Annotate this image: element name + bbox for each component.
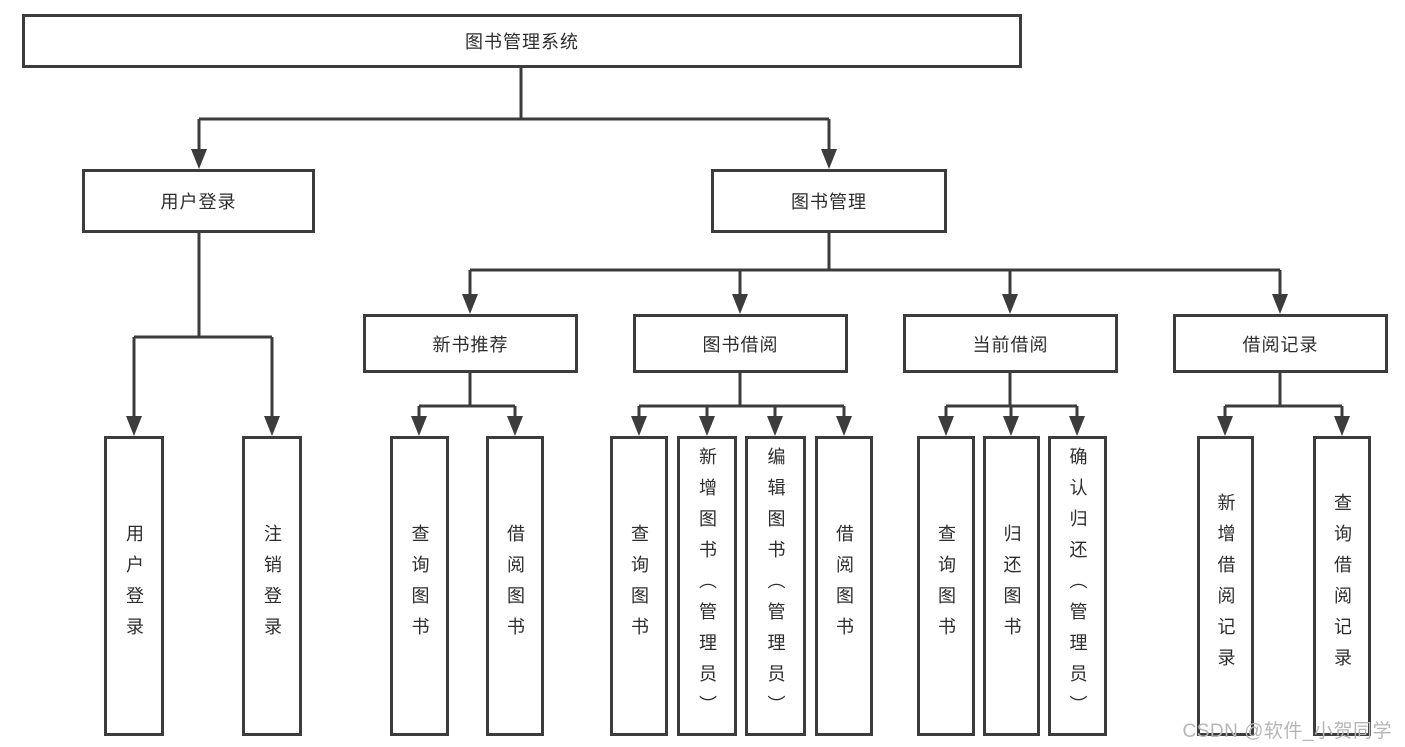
- arrow-down-icons: [126, 149, 1350, 436]
- node-current-borrow: 当前借阅: [903, 314, 1118, 373]
- node-book-mgmt-label: 图书管理: [791, 192, 867, 212]
- leaf-cb-return-book: 归还图书: [983, 436, 1040, 736]
- leaf-br-query-record: 查询借阅记录: [1313, 436, 1371, 736]
- leaf-bb-query-book: 查询图书: [610, 436, 668, 736]
- leaf-cb-query-book: 查询图书: [917, 436, 975, 736]
- leaf-cb-query-book-label: 查询图书: [936, 524, 956, 648]
- node-current-borrow-label: 当前借阅: [972, 334, 1049, 355]
- node-new-book-rec-label: 新书推荐: [432, 334, 509, 355]
- leaf-bb-query-book-label: 查询图书: [629, 524, 649, 648]
- node-book-borrow-label: 图书借阅: [702, 334, 779, 355]
- node-user-login-label: 用户登录: [160, 192, 237, 212]
- leaf-logout-label: 注销登录: [262, 524, 282, 648]
- node-borrow-records-label: 借阅记录: [1242, 334, 1319, 355]
- node-root: 图书管理系统: [22, 14, 1022, 68]
- watermark: CSDN @软件_小贺同学: [1182, 721, 1392, 742]
- leaf-br-add-record-label: 新增借阅记录: [1215, 493, 1236, 679]
- node-new-book-rec: 新书推荐: [363, 314, 578, 373]
- leaf-logout: 注销登录: [242, 436, 302, 736]
- leaf-br-query-record-label: 查询借阅记录: [1332, 493, 1352, 679]
- node-root-label: 图书管理系统: [465, 32, 579, 52]
- node-borrow-records: 借阅记录: [1173, 314, 1388, 373]
- leaf-cb-confirm-return: 确认归还（管理员）: [1048, 436, 1107, 736]
- node-book-mgmt: 图书管理: [711, 169, 947, 233]
- node-user-login: 用户登录: [82, 169, 315, 233]
- leaf-bb-edit-book: 编辑图书（管理员）: [745, 436, 806, 736]
- leaf-cb-return-book-label: 归还图书: [1001, 524, 1022, 648]
- leaf-cb-confirm-return-label: 确认归还（管理员）: [1067, 446, 1088, 726]
- leaf-br-add-record: 新增借阅记录: [1197, 436, 1254, 736]
- tree-lines: [132, 68, 1344, 419]
- leaf-bb-add-book: 新增图书（管理员）: [677, 436, 737, 736]
- leaf-rec-query-book-label: 查询图书: [409, 524, 430, 648]
- leaf-rec-query-book: 查询图书: [390, 436, 449, 736]
- node-book-borrow: 图书借阅: [633, 314, 848, 373]
- leaf-bb-borrow-book: 借阅图书: [815, 436, 873, 736]
- leaf-bb-edit-book-label: 编辑图书（管理员）: [765, 446, 786, 726]
- leaf-user-login-label: 用户登录: [124, 524, 144, 648]
- leaf-rec-borrow-book-label: 借阅图书: [505, 524, 525, 648]
- leaf-bb-add-book-label: 新增图书（管理员）: [697, 446, 717, 726]
- leaf-user-login: 用户登录: [104, 436, 164, 736]
- leaf-bb-borrow-book-label: 借阅图书: [834, 524, 854, 648]
- leaf-rec-borrow-book: 借阅图书: [486, 436, 544, 736]
